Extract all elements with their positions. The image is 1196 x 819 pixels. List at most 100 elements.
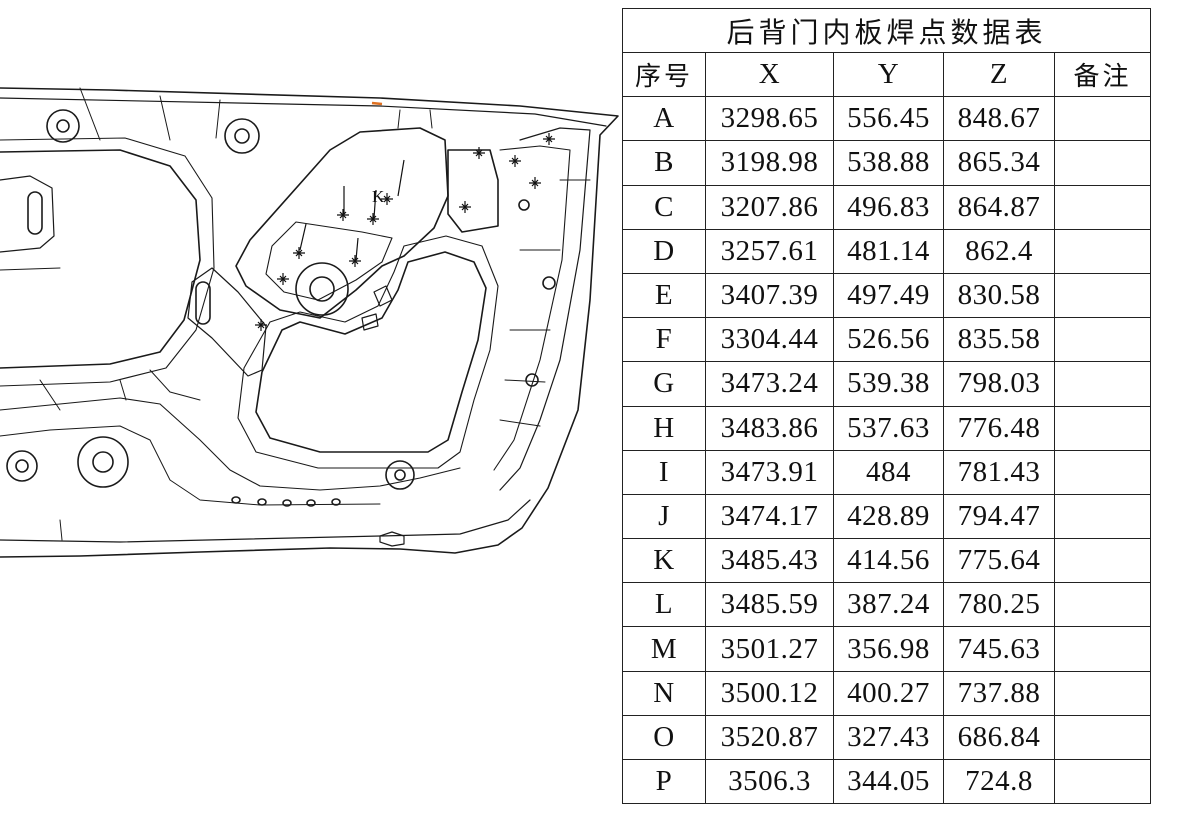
cell-y: 387.24 <box>833 582 944 628</box>
boss-6 <box>385 460 415 490</box>
weld-point-markers <box>255 133 555 331</box>
cell-note <box>1054 449 1151 495</box>
cell-id: J <box>622 493 706 540</box>
cell-note <box>1054 582 1151 628</box>
cell-note <box>1054 493 1151 540</box>
hole-3 <box>518 199 530 211</box>
cell-y: 497.49 <box>833 272 944 319</box>
slot-4 <box>306 499 316 507</box>
cell-note <box>1054 626 1151 672</box>
cell-z: 776.48 <box>943 405 1055 451</box>
right-opening <box>255 251 487 453</box>
cell-id: I <box>622 449 706 495</box>
cell-x: 3501.27 <box>705 626 834 672</box>
cell-note <box>1054 405 1151 451</box>
cell-id: K <box>622 538 706 584</box>
cell-z: 798.03 <box>943 361 1055 407</box>
ribs-left <box>0 87 221 541</box>
left-window-opening <box>0 149 201 369</box>
cell-id: E <box>622 272 706 319</box>
boss-2 <box>224 118 260 154</box>
cell-x: 3474.17 <box>705 493 834 540</box>
header-index: 序号 <box>622 51 706 98</box>
cell-x: 3473.91 <box>705 449 834 495</box>
cell-id: P <box>622 758 706 805</box>
cell-z: 864.87 <box>943 184 1055 230</box>
boss-3-inner <box>309 276 335 302</box>
boss-5-inner <box>15 459 29 473</box>
cell-note <box>1054 96 1151 142</box>
cell-note <box>1054 361 1151 407</box>
cell-x: 3298.65 <box>705 96 834 142</box>
cell-id: C <box>622 184 706 230</box>
cell-note <box>1054 317 1151 363</box>
clip-2 <box>361 285 393 331</box>
cell-id: M <box>622 626 706 672</box>
clip <box>379 531 405 547</box>
lower-ribs <box>0 397 461 491</box>
cell-y: 556.45 <box>833 96 944 142</box>
cell-note <box>1054 272 1151 319</box>
header-note: 备注 <box>1054 51 1151 98</box>
left-bracket <box>187 267 267 377</box>
header-row: 序号 X Y Z 备注 <box>622 51 1151 98</box>
boss-6-inner <box>394 469 406 481</box>
header-z: Z <box>943 51 1055 98</box>
side-rail <box>499 127 591 491</box>
cell-id: O <box>622 714 706 761</box>
cell-y: 481.14 <box>833 228 944 274</box>
cell-note <box>1054 184 1151 230</box>
cell-x: 3207.86 <box>705 184 834 230</box>
cell-y: 344.05 <box>833 758 944 805</box>
hole-1 <box>542 276 556 290</box>
cell-id: B <box>622 140 706 186</box>
side-rail-inner <box>493 145 571 471</box>
right-opening-ring <box>237 235 499 469</box>
cell-z: 848.67 <box>943 96 1055 142</box>
cell-x: 3473.24 <box>705 361 834 407</box>
cell-note <box>1054 714 1151 761</box>
cell-id: H <box>622 405 706 451</box>
cell-x: 3506.3 <box>705 758 834 805</box>
cell-y: 400.27 <box>833 670 944 716</box>
drawing-label-k: K <box>372 187 385 206</box>
boss-5 <box>6 450 38 482</box>
slot-3 <box>282 499 292 507</box>
boss-1 <box>46 109 80 143</box>
cell-y: 538.88 <box>833 140 944 186</box>
lower-rib-2 <box>0 425 381 506</box>
cell-y: 496.83 <box>833 184 944 230</box>
far-left-slot <box>27 191 43 235</box>
cell-z: 775.64 <box>943 538 1055 584</box>
panel-bottom-edge <box>0 499 531 543</box>
panel-outer-outline <box>0 87 619 558</box>
upper-bracket-inner <box>265 221 393 301</box>
boss-4 <box>77 436 129 488</box>
cell-z: 835.58 <box>943 317 1055 363</box>
cell-id: A <box>622 96 706 142</box>
cell-y: 539.38 <box>833 361 944 407</box>
cell-x: 3485.43 <box>705 538 834 584</box>
far-left-bracket <box>0 175 55 253</box>
cell-id: L <box>622 582 706 628</box>
cell-y: 414.56 <box>833 538 944 584</box>
cell-x: 3198.98 <box>705 140 834 186</box>
cell-y: 526.56 <box>833 317 944 363</box>
cell-z: 781.43 <box>943 449 1055 495</box>
table-title: 后背门内板焊点数据表 <box>622 8 1151 53</box>
cell-note <box>1054 670 1151 716</box>
